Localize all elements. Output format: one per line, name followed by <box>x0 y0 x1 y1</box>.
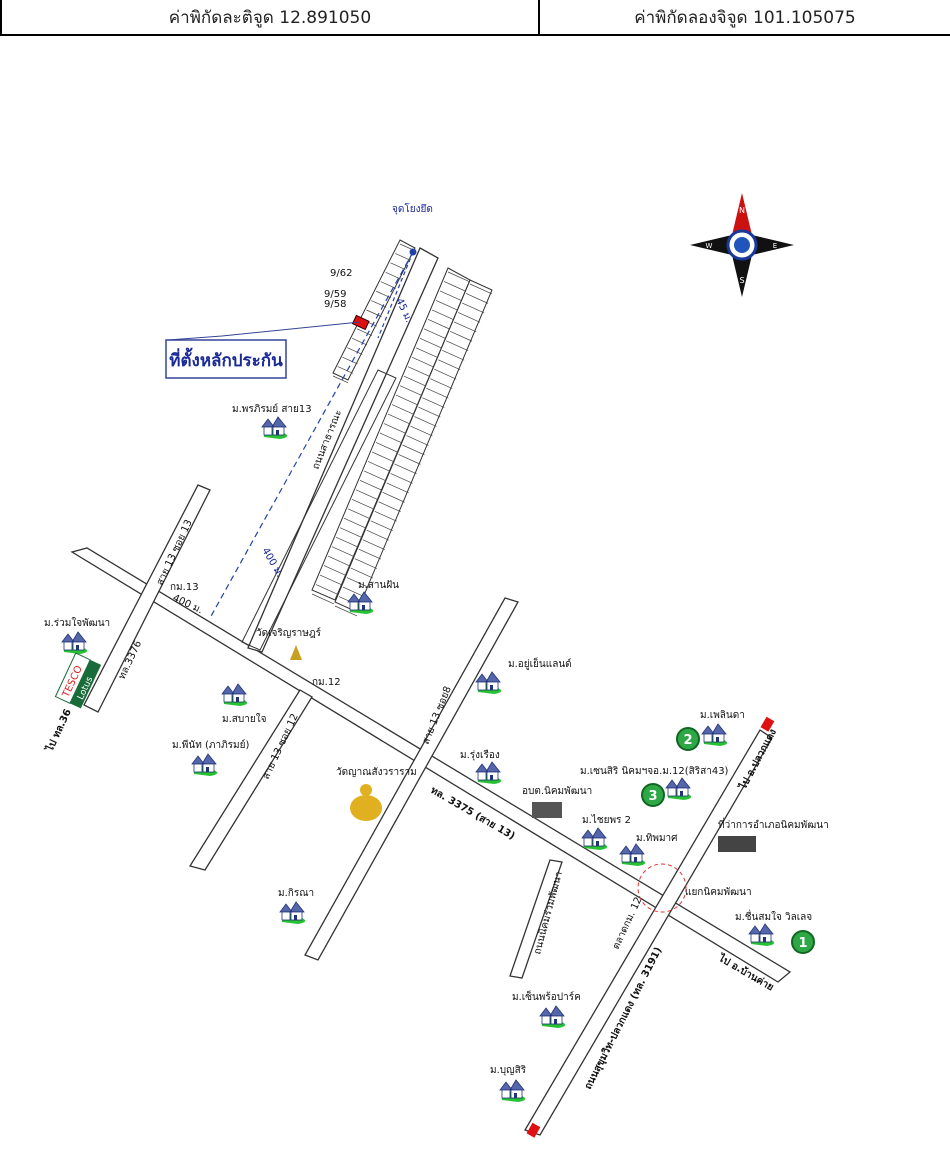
place-ruamjai: ม.ร่วมใจพัฒนา <box>44 617 110 629</box>
compass-s: S <box>739 276 744 285</box>
km12-label: กม.12 <box>312 677 341 688</box>
place-kirana: ม.กิรณา <box>278 888 314 899</box>
house-icon <box>475 761 502 785</box>
road-soi8 <box>304 597 519 961</box>
numbered-markers: 1 2 3 <box>641 727 815 954</box>
km13-label: กม.13 <box>170 582 199 593</box>
route-45 <box>377 251 414 339</box>
latitude-label: ค่าพิกัดละติจูด 12.891050 <box>168 7 372 28</box>
house-icon <box>279 901 306 925</box>
tesco-sign: TESCO Lotus <box>54 652 102 709</box>
compass-n: N <box>739 206 745 215</box>
marker-2: 2 <box>683 733 692 748</box>
road-3191 <box>524 729 773 1136</box>
direction-marker <box>526 1122 541 1138</box>
place-suansuk: ม.สานฝัน <box>358 580 399 591</box>
place-bunsiri: ม.บุญสิริ <box>490 1065 527 1076</box>
house-icon <box>475 671 502 695</box>
house-icon <box>701 723 728 747</box>
obt-building-icon <box>532 802 562 818</box>
place-chaiyaporn: ม.ไชยพร 2 <box>582 814 631 826</box>
road-3375 <box>70 547 792 983</box>
collateral-pointer <box>167 321 361 341</box>
road-nikhom-ruam <box>509 859 563 979</box>
start-point-marker <box>409 248 417 256</box>
temple-icons <box>290 645 382 821</box>
place-phlinda: ม.เพลินดา <box>700 710 745 721</box>
marker-1: 1 <box>798 936 807 951</box>
house-icon <box>665 777 692 801</box>
compass: N S E W <box>690 193 794 297</box>
house-icon <box>748 923 775 947</box>
house-icon <box>221 683 248 707</box>
place-thipmas: ม.ทิพมาศ <box>636 833 678 844</box>
plot-958: 9/58 <box>324 299 346 310</box>
place-sabaijai: ม.สบายใจ <box>222 713 267 725</box>
place-ruengrueng: ม.รุ่งเรือง <box>460 749 500 761</box>
house-icon <box>581 827 608 851</box>
district-building-icon <box>718 836 756 852</box>
road-36-label: ไป ทล.36 <box>43 707 74 754</box>
junction-circle <box>637 863 687 913</box>
junction-label: แยกนิคมพัฒนา <box>685 887 752 898</box>
house-icon <box>619 843 646 867</box>
house-icon <box>539 1005 566 1029</box>
longitude-cell: ค่าพิกัดลองจิจูด 101.105075 <box>538 0 950 36</box>
roads <box>70 247 792 1136</box>
buddha-icon <box>350 795 382 821</box>
compass-e: E <box>773 242 777 250</box>
place-wat-ya: วัดญาณสังวราราม <box>336 767 417 778</box>
dist-400-a: 400 ม. <box>259 546 285 579</box>
road-soi13 <box>83 484 211 713</box>
house-icon <box>191 753 218 777</box>
house-icon <box>261 416 288 440</box>
compass-w: W <box>706 242 713 250</box>
road-soi12 <box>188 689 313 871</box>
place-yuyen: ม.อยู่เย็นแลนด์ <box>508 656 572 670</box>
place-obt: อบต.นิคมพัฒนา <box>522 786 592 797</box>
house-icon <box>499 1079 526 1103</box>
marker-3: 3 <box>648 789 657 804</box>
townhouse-ticks <box>311 243 493 617</box>
place-sensiri: ม.เซนสิริ นิคมฯจอ.ม.12(สิริสา43) <box>580 766 729 777</box>
collateral-label: ที่ตั้งหลักประกัน <box>169 347 283 371</box>
longitude-label: ค่าพิกัดลองจิจูด 101.105075 <box>634 7 856 28</box>
house-icon <box>61 631 88 655</box>
direction-marker <box>760 716 775 732</box>
place-phinat: ม.พีนัท (ภาภิรมย์) <box>172 739 249 751</box>
temple-icon <box>290 645 302 660</box>
route-line <box>209 251 414 619</box>
collateral-label-box <box>165 339 287 379</box>
place-chuensomjai: ม.ชื่นสมใจ วิลเลจ <box>735 909 812 923</box>
place-wat-charoen: วัดเจริญราษฎร์ <box>256 627 322 639</box>
place-district: ที่ว่าการอำเภอนิคมพัฒนา <box>718 817 829 831</box>
collateral-marker <box>351 314 370 331</box>
plot-962: 9/62 <box>330 268 352 279</box>
place-pornrirom: ม.พรภิรมย์ สาย13 <box>232 403 312 415</box>
start-point-label: จุดโยงยึด <box>392 202 433 215</box>
plot-959: 9/59 <box>324 289 346 300</box>
map-labels: จุดโยงยึด 9/62 9/59 9/58 45 ม. 400 ม. 40… <box>43 202 829 1091</box>
place-chenporn: ม.เซ็นพร้อปาร์ค <box>512 989 581 1003</box>
